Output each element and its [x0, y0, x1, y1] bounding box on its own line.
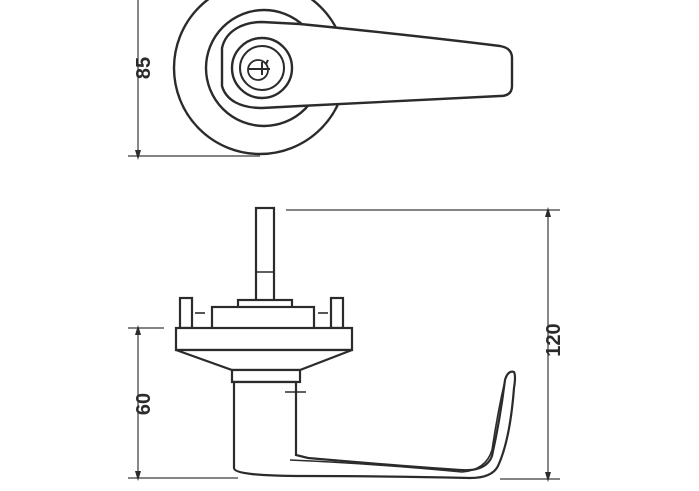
keyway	[248, 59, 270, 75]
dimension-85	[128, 0, 260, 160]
top-view	[172, 0, 514, 156]
dimension-60	[128, 325, 238, 481]
dimension-60-label: 60	[133, 393, 155, 415]
screw-left	[178, 296, 194, 330]
mounting-plate	[210, 305, 316, 331]
dimension-85-label: 85	[133, 57, 155, 79]
neck	[230, 368, 302, 384]
lever-side-outline	[232, 370, 517, 480]
dimension-120	[286, 207, 560, 482]
spindle	[254, 206, 276, 308]
lever-top-outline	[220, 20, 514, 110]
cylinder-inner	[239, 45, 285, 91]
lever-side-detail	[289, 375, 507, 473]
dimension-120-label: 120	[543, 323, 565, 356]
side-view	[174, 206, 517, 480]
rosette-base	[174, 326, 354, 352]
rosette-cone	[175, 348, 353, 372]
screw-right	[329, 296, 345, 330]
